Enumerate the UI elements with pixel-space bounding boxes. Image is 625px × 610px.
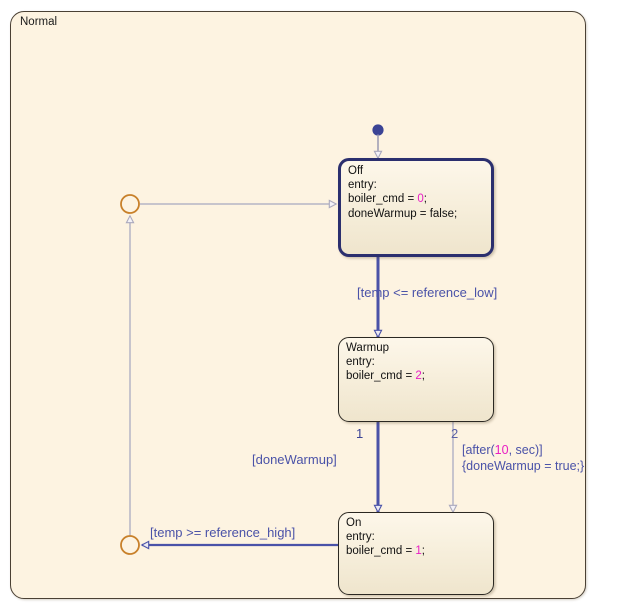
junction-top[interactable] bbox=[120, 194, 140, 214]
state-warmup-action-boiler-cmd: boiler_cmd = 2; bbox=[346, 370, 425, 383]
transition-order-warmup-to-on-after: 2 bbox=[451, 426, 459, 441]
state-off-action-donewarmup: doneWarmup = false; bbox=[348, 207, 458, 220]
state-on-action-boiler-cmd: boiler_cmd = 1; bbox=[346, 545, 425, 558]
default-transition-dot bbox=[372, 124, 384, 136]
state-warmup-body: Warmup entry: boiler_cmd = 2; bbox=[346, 341, 489, 384]
transition-label-warmup-to-on-after[interactable]: [after(10, sec)] {doneWarmup = true;} bbox=[462, 442, 584, 474]
superstate-normal[interactable]: Normal bbox=[10, 11, 586, 599]
state-off-action-boiler-cmd: boiler_cmd = 0; bbox=[348, 193, 427, 206]
state-off-entry-keyword: entry: bbox=[348, 179, 377, 192]
state-on[interactable]: On entry: boiler_cmd = 1; bbox=[338, 512, 494, 595]
state-off-name: Off bbox=[348, 165, 364, 177]
superstate-label: Normal bbox=[20, 16, 58, 28]
state-off-body: Off entry: boiler_cmd = 0; doneWarmup = … bbox=[348, 164, 487, 221]
junction-bottom[interactable] bbox=[120, 535, 140, 555]
state-on-body: On entry: boiler_cmd = 1; bbox=[346, 516, 489, 559]
state-on-entry-keyword: entry: bbox=[346, 531, 375, 544]
state-on-name: On bbox=[346, 517, 362, 529]
transition-label-after-action: {doneWarmup = true;} bbox=[462, 459, 585, 473]
transition-order-warmup-to-on: 1 bbox=[356, 426, 364, 441]
state-off[interactable]: Off entry: boiler_cmd = 0; doneWarmup = … bbox=[338, 158, 494, 257]
transition-label-off-to-warmup[interactable]: [temp <= reference_low] bbox=[357, 285, 498, 300]
state-warmup-entry-keyword: entry: bbox=[346, 356, 375, 369]
state-warmup-name: Warmup bbox=[346, 342, 390, 354]
transition-label-warmup-to-on[interactable]: [doneWarmup] bbox=[252, 452, 337, 467]
transition-label-on-to-junction[interactable]: [temp >= reference_high] bbox=[150, 525, 296, 540]
transition-label-after-condition: [after(10, sec)] bbox=[462, 443, 543, 457]
state-warmup[interactable]: Warmup entry: boiler_cmd = 2; bbox=[338, 337, 494, 422]
